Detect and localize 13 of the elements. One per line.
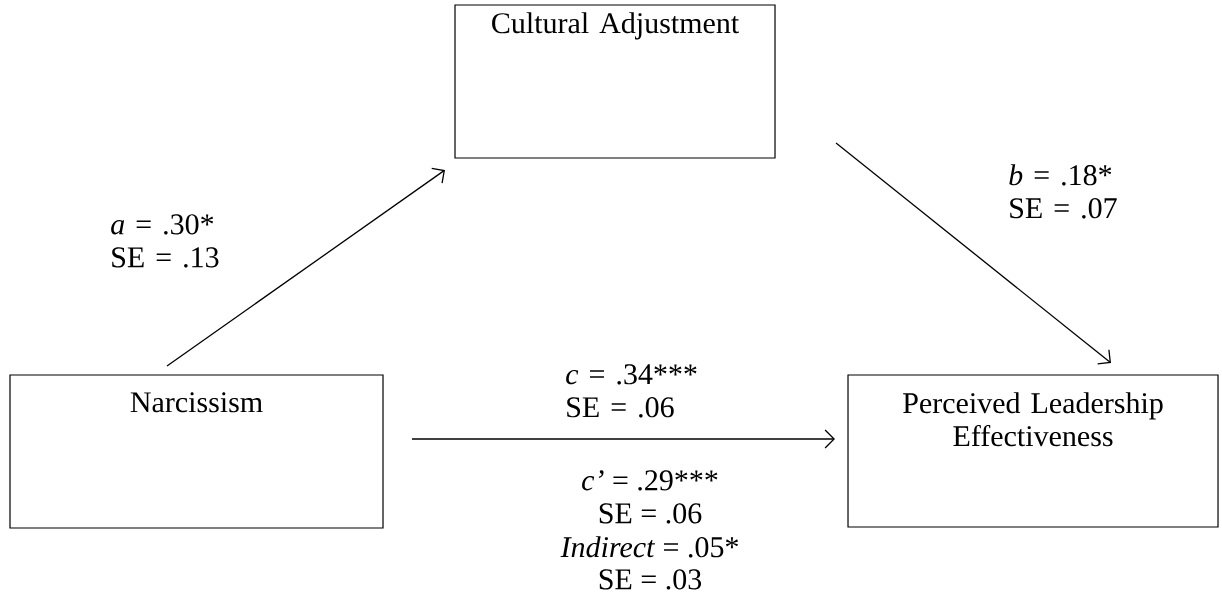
coefficient-label: SE = .06 [599, 503, 702, 524]
variable-box: Cultural Adjustment [454, 4, 776, 159]
variable-box: Perceived Leadership Effectiveness [847, 374, 1219, 528]
coefficient-label: c’ = .29*** [582, 470, 718, 491]
arrow [166, 167, 445, 367]
variable-box: Narcissism [9, 374, 384, 529]
path-coefficient: a = .30* SE = .13 [111, 214, 219, 268]
path-coefficient: b = .18* SE = .07 [1009, 164, 1117, 219]
coefficient-label: Indirect = .05* [560, 536, 738, 558]
coefficient-label: SE = .03 [599, 569, 702, 590]
arrow [835, 142, 1111, 365]
arrow [411, 429, 835, 449]
path-coefficient: c = .34*** SE = .06 [566, 364, 697, 418]
